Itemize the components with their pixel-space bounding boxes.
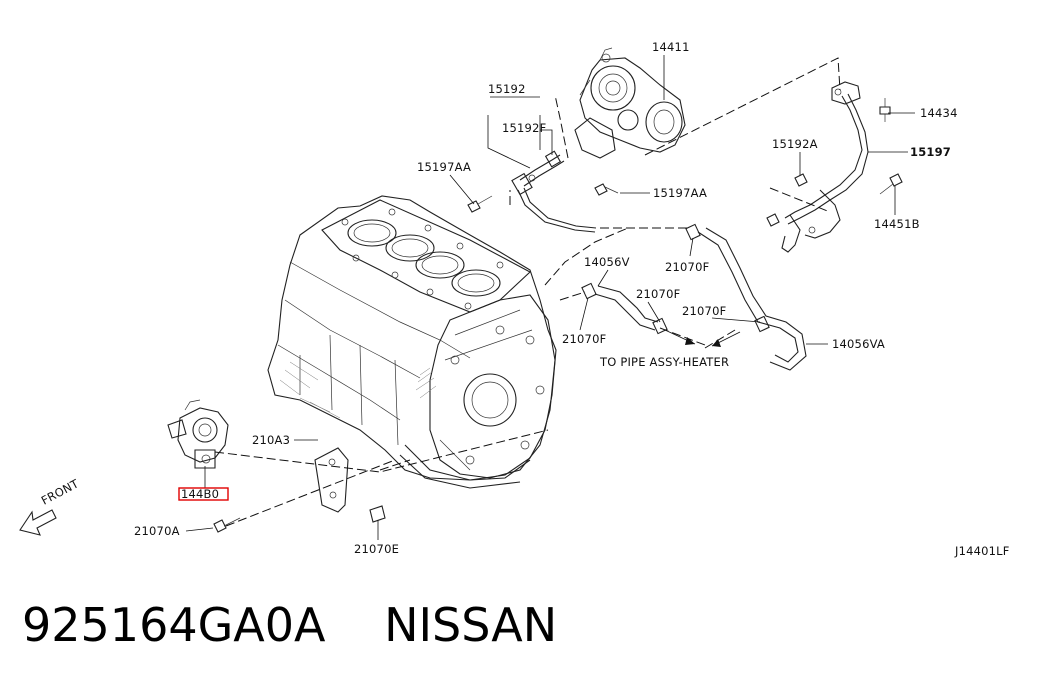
label-21070e: 21070E [354,542,399,556]
front-arrow-icon [19,509,57,536]
label-15197aa-mid: 15197AA [653,186,707,200]
engine-block [267,195,557,489]
label-14411: 14411 [652,40,690,54]
diagram-reference-code: J14401LF [954,544,1010,558]
label-15192: 15192 [488,82,526,96]
label-14434: 14434 [920,106,958,120]
label-21070f-d: 21070F [562,332,606,346]
label-14056va: 14056VA [832,337,885,351]
label-15197: 15197 [910,145,951,159]
bolts [213,98,903,533]
brand-name: NISSAN [384,598,558,652]
oil-tubes [511,81,869,253]
part-number: 925164GA0A [22,598,326,652]
label-15192a: 15192A [772,137,818,151]
label-210a3: 210A3 [252,433,290,447]
part-highlight-box [178,487,229,501]
heater-arrows [664,329,741,347]
label-14056v: 14056V [584,255,630,269]
label-15197aa-left: 15197AA [417,160,471,174]
label-to-pipe-assy-heater: TO PIPE ASSY-HEATER [599,355,729,369]
label-21070f-b: 21070F [636,287,680,301]
water-pump [167,399,229,469]
label-21070f-c: 21070F [682,304,726,318]
label-144b0: 144B0 [181,487,219,501]
footer: 925164GA0A NISSAN [22,598,557,652]
label-21070a: 21070A [134,524,180,538]
turbocharger [574,47,686,159]
front-label: FRONT [39,476,82,508]
heater-hoses [581,223,807,371]
leader-lines [185,55,915,540]
reference-lines [214,57,841,527]
bracket-210A3 [314,447,349,513]
label-14451b: 14451B [874,217,920,231]
label-21070f-a: 21070F [665,260,709,274]
label-15192f: 15192F [502,121,546,135]
